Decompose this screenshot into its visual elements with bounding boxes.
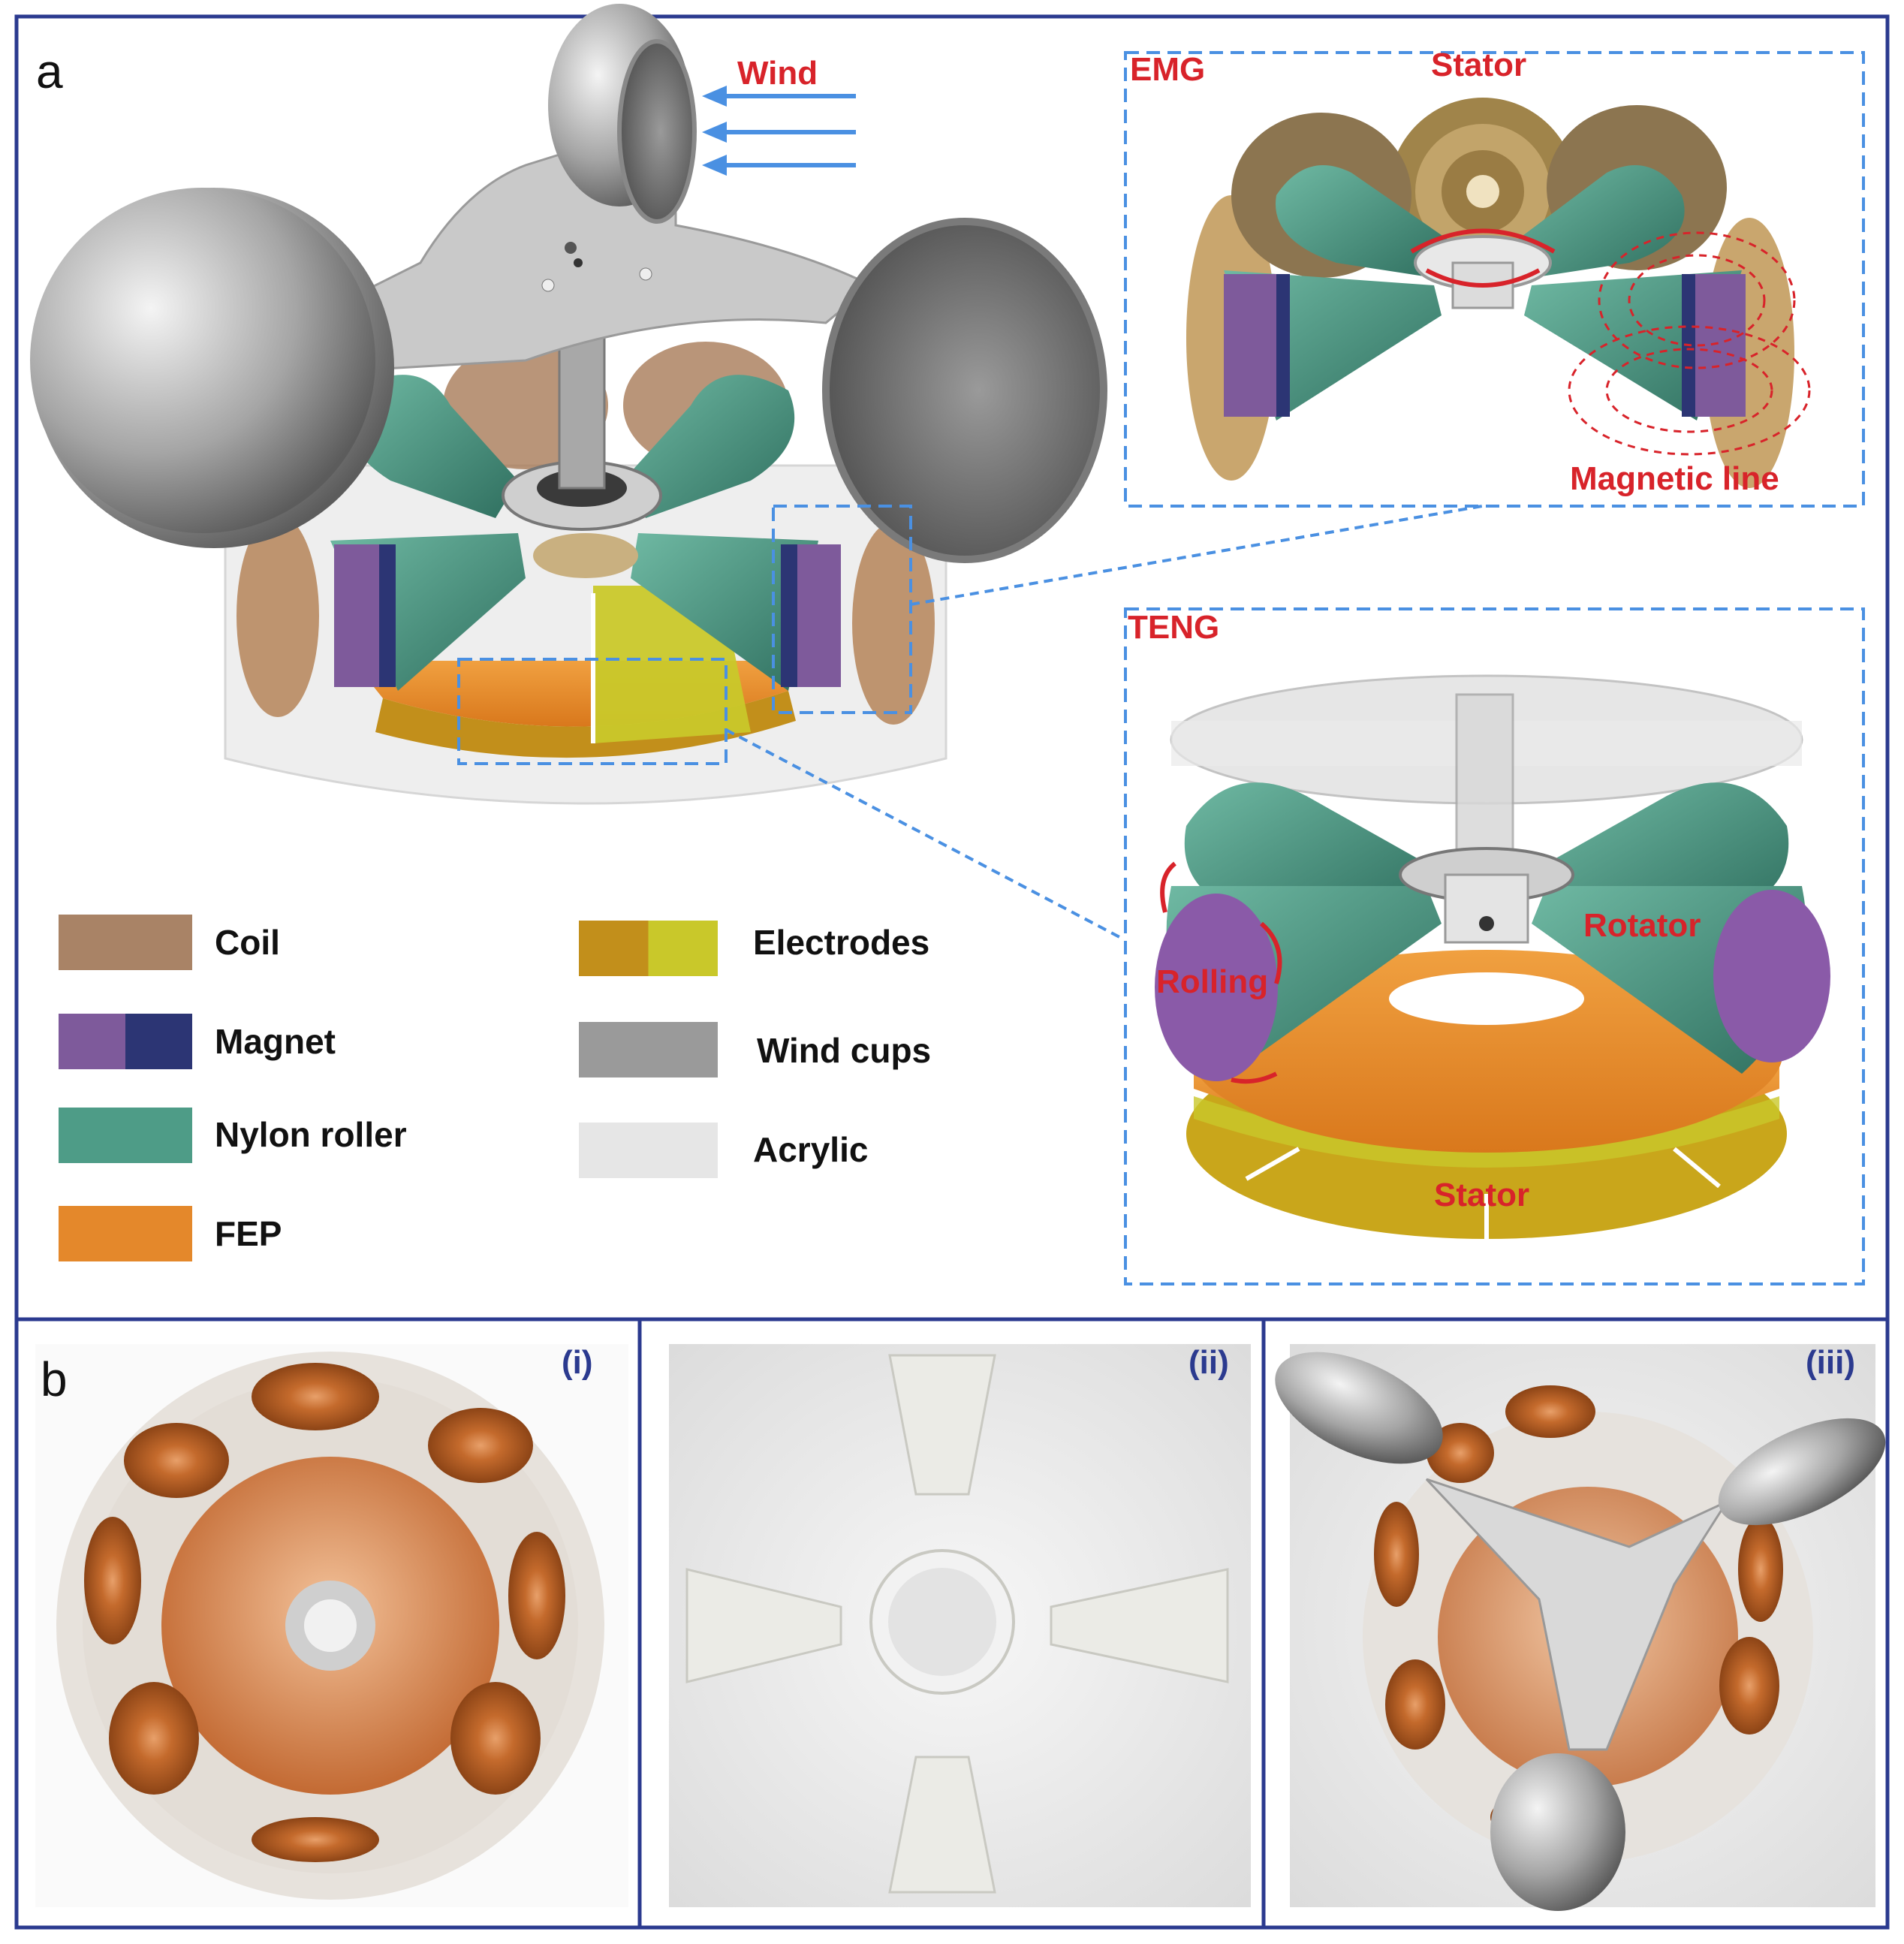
teng-inset-frame xyxy=(1124,607,1865,1285)
legend-label-acrylic: Acrylic xyxy=(753,1130,869,1169)
teng-stator-label: Stator xyxy=(1434,1177,1530,1213)
emg-callout-box xyxy=(772,505,912,714)
legend-label-fep: FEP xyxy=(215,1214,282,1253)
photo-iii xyxy=(1275,1344,1886,1911)
emg-stator-label: Stator xyxy=(1431,47,1527,83)
emg-leader-line xyxy=(910,504,1487,606)
rotator-label: Rotator xyxy=(1583,907,1701,944)
legend-swatch-nylon-roller xyxy=(59,1108,192,1163)
legend-swatch-coil xyxy=(59,915,192,970)
photo-iii-tag: (iii) xyxy=(1806,1344,1855,1381)
photo-ii-tag: (ii) xyxy=(1188,1344,1229,1381)
legend-label-nylon-roller: Nylon roller xyxy=(215,1115,407,1154)
teng-illustration xyxy=(1155,674,1830,1239)
legend-swatch-magnet xyxy=(59,1014,192,1069)
photo-ii xyxy=(669,1344,1251,1907)
legend-label-coil: Coil xyxy=(215,923,280,962)
cup-left xyxy=(30,188,375,533)
emg-illustration xyxy=(1186,98,1811,488)
wind-arrows xyxy=(702,86,856,176)
legend-label-electrodes: Electrodes xyxy=(753,923,930,962)
emg-inset-frame xyxy=(1124,51,1865,508)
teng-callout-box xyxy=(457,658,728,765)
outer-frame xyxy=(14,14,1890,1930)
teng-title: TENG xyxy=(1128,609,1220,646)
legend-swatch-electrodes xyxy=(579,921,718,976)
wind-label: Wind xyxy=(737,55,818,92)
panel-b-letter: b xyxy=(41,1352,68,1406)
rolling-label: Rolling xyxy=(1156,963,1269,1000)
device-illustration xyxy=(30,4,1107,805)
legend-label-wind-cups: Wind cups xyxy=(757,1031,932,1070)
photo-i xyxy=(35,1344,628,1907)
legend-swatch-wind-cups xyxy=(579,1022,718,1077)
panel-a-letter: a xyxy=(36,44,63,98)
legend-label-magnet: Magnet xyxy=(215,1022,336,1061)
magnetic-line-label: Magnetic line xyxy=(1570,460,1779,497)
legend-swatch-fep xyxy=(59,1206,192,1261)
emg-title: EMG xyxy=(1130,51,1206,88)
photo-i-tag: (i) xyxy=(562,1344,593,1381)
legend-swatch-acrylic xyxy=(579,1123,718,1178)
